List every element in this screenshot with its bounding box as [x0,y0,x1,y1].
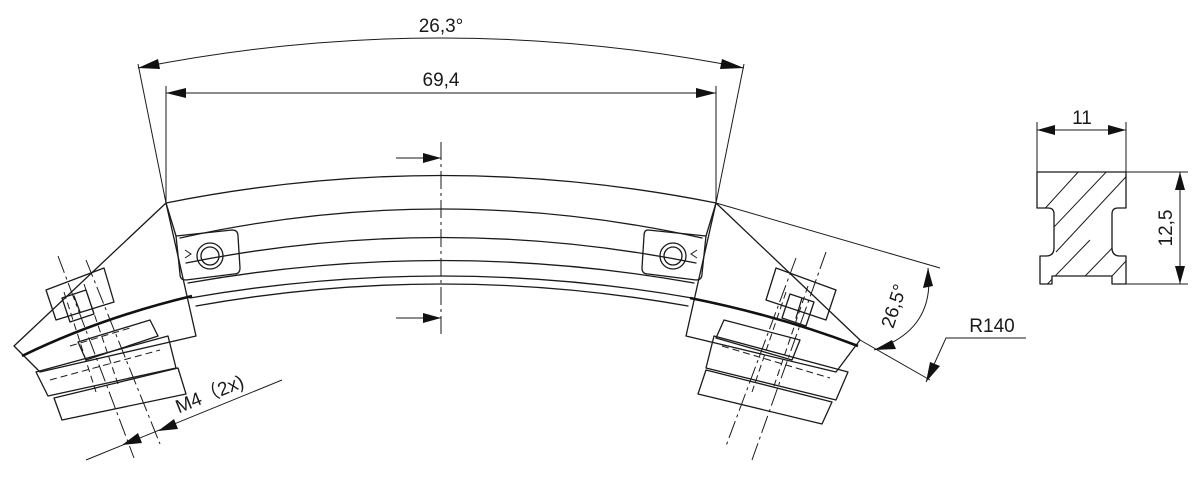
right-end-block [641,202,861,461]
side-angle-label: 26,5° [878,282,912,331]
radius-dimension: R140 [925,316,1026,383]
profile-width-label: 11 [1072,108,1092,129]
profile-height-label: 12,5 [1156,210,1177,247]
thread-label: M4（2x) [172,371,247,418]
angle-top-label: 26,3° [419,16,464,37]
thread-dimension: M4（2x) [85,371,283,461]
profile-outline [1036,171,1127,285]
left-end-block [13,202,241,459]
chord-length-label: 69,4 [423,70,460,91]
center-section-line [396,142,442,336]
side-angle-dimension: 26,5° [715,202,941,381]
profile-hatching [1037,172,1126,284]
rail-inner-edge [195,283,689,307]
rail-inner-edge-2 [189,275,693,299]
chord-dimension: 69,4 [165,70,717,203]
angle-dimension: 26,3° [137,16,745,204]
profile-section: 11 12,5 [1036,108,1188,285]
radius-label: R140 [969,316,1014,337]
